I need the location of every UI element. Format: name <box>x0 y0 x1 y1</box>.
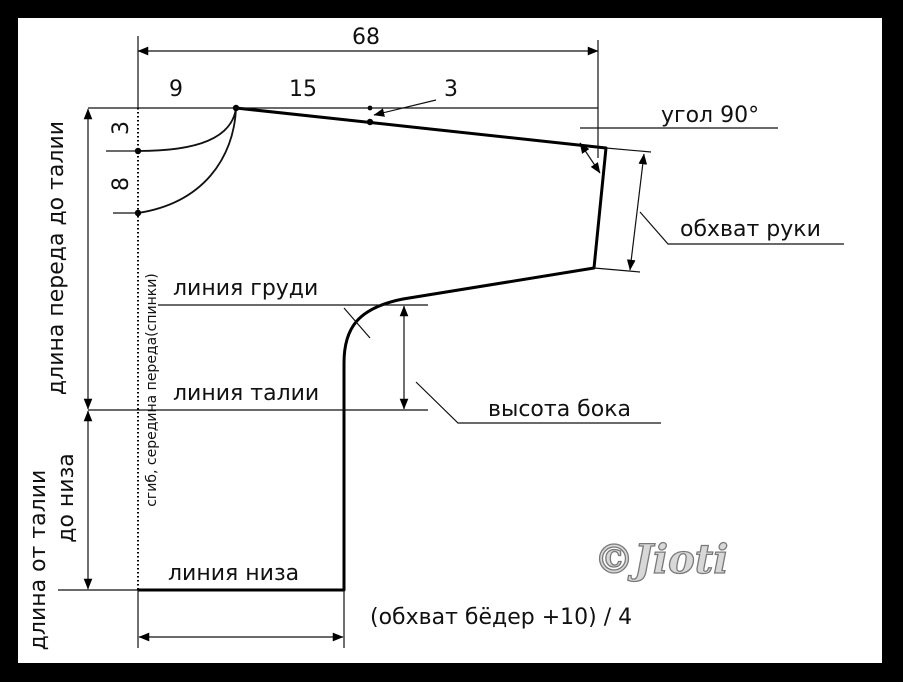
arm-ext-bottom <box>593 267 641 273</box>
bust-line-label: линия груди <box>173 276 318 301</box>
arm-girth-label: обхват руки <box>680 217 821 242</box>
shoulder-drop-leader <box>373 99 437 117</box>
dimension-8-neck: 8 <box>109 177 134 191</box>
front-length-label: длина переда до талии <box>44 121 69 395</box>
dimension-9: 9 <box>169 77 183 102</box>
fold-line-label: сгиб, середина переда(спинки) <box>144 273 160 507</box>
arm-ext-top <box>605 147 652 153</box>
side-height-leader <box>415 381 661 424</box>
shoulder-drop-dot <box>366 118 374 126</box>
dimension-3-shoulder: 3 <box>444 77 458 102</box>
neck-front-dot-2 <box>134 209 142 217</box>
right-angle-arc <box>579 142 601 174</box>
neck-front-dot-1 <box>134 147 142 155</box>
arm-girth-dim-line <box>626 153 648 271</box>
dimension-68: 68 <box>352 25 380 50</box>
hip-formula-label: (обхват бёдер +10) / 4 <box>370 605 632 630</box>
neckline-curve <box>137 107 237 214</box>
waist-to-hem-label-1: длина от талии <box>26 470 51 651</box>
pattern-diagram: 68 9 15 3 3 8 угол 90° обхват руки линия… <box>26 25 844 651</box>
pattern-outline <box>138 106 608 592</box>
watermark-logo: ©Jioti <box>594 536 728 583</box>
waist-line-label: линия талии <box>173 381 319 406</box>
right-angle-label: угол 90° <box>661 103 759 128</box>
pattern-sheet: 68 9 15 3 3 8 угол 90° обхват руки линия… <box>18 18 882 663</box>
hem-line-label: линия низа <box>168 561 299 586</box>
waist-to-hem-label-2: до низа <box>54 453 79 543</box>
arm-girth-leader <box>639 211 844 245</box>
side-curve-guide <box>343 307 371 339</box>
dimension-15: 15 <box>289 77 317 102</box>
dimension-3-neck: 3 <box>109 121 134 135</box>
side-height-label: высота бока <box>488 397 631 422</box>
